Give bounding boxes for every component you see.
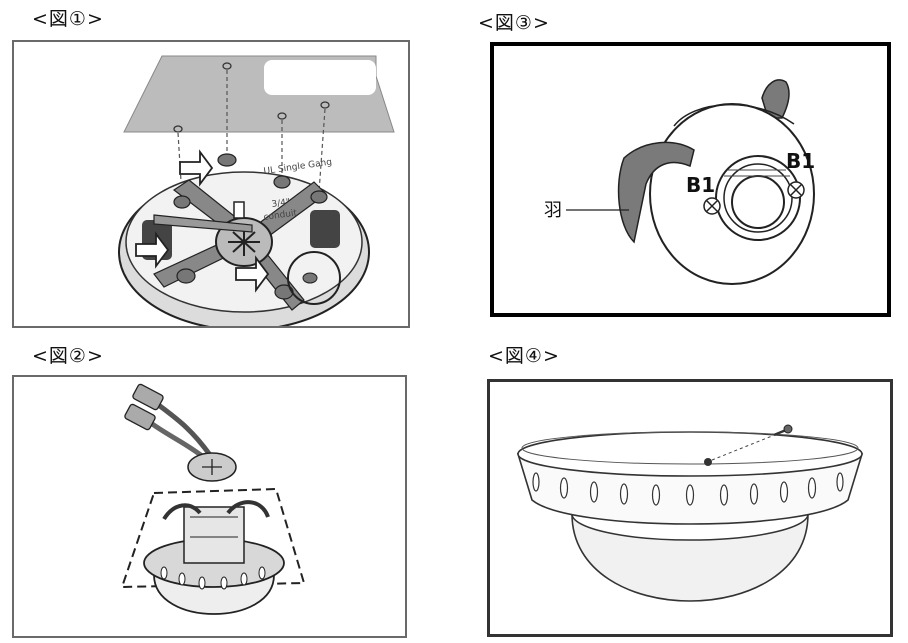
screw-icon bbox=[773, 424, 793, 437]
b1-label-right: B1 bbox=[786, 149, 815, 173]
screwdriver-icon bbox=[153, 214, 253, 233]
direction-arrows bbox=[135, 149, 270, 293]
b1-label-left: B1 bbox=[686, 173, 715, 197]
screw-hole bbox=[704, 458, 712, 466]
dashed-outline bbox=[120, 487, 306, 589]
figure-4-panel bbox=[487, 379, 893, 637]
lens bbox=[731, 175, 785, 229]
figure-2-panel bbox=[12, 375, 407, 638]
figure-2-caption: <図②> bbox=[32, 345, 104, 367]
figure-3-panel: B1 B1 羽 bbox=[490, 42, 891, 317]
base-print: UL Single Gang bbox=[263, 157, 333, 176]
svg-text:conduit: conduit bbox=[263, 208, 298, 223]
vent-slots bbox=[532, 472, 844, 506]
arrow-icon bbox=[179, 149, 214, 187]
cable bbox=[154, 401, 213, 457]
screw-guide-lines bbox=[177, 70, 326, 198]
arrow-icon bbox=[235, 255, 270, 293]
arrow-icon bbox=[135, 231, 170, 269]
top-blade bbox=[761, 79, 790, 119]
svg-text:3/4": 3/4" bbox=[271, 197, 291, 209]
ceiling-cutout bbox=[264, 60, 376, 95]
highlight-circle bbox=[287, 251, 341, 305]
lens-unit-illustration: B1 B1 羽 bbox=[544, 79, 815, 285]
connector-icon bbox=[124, 383, 164, 431]
camera-cable-illustration bbox=[120, 383, 306, 615]
figure-1-caption: <図①> bbox=[32, 8, 104, 30]
figure-1-panel: UL Single Gang 3/4" conduit bbox=[12, 40, 410, 328]
blade-label: 羽 bbox=[544, 200, 562, 221]
figure-3-caption: <図③> bbox=[478, 12, 550, 34]
side-blade bbox=[617, 141, 695, 244]
mount-base-illustration: UL Single Gang 3/4" conduit bbox=[118, 55, 395, 326]
screw-guide-line bbox=[711, 435, 773, 461]
dome-camera-illustration bbox=[516, 424, 864, 602]
figure-4-caption: <図④> bbox=[488, 345, 560, 367]
camera-module bbox=[183, 506, 245, 564]
